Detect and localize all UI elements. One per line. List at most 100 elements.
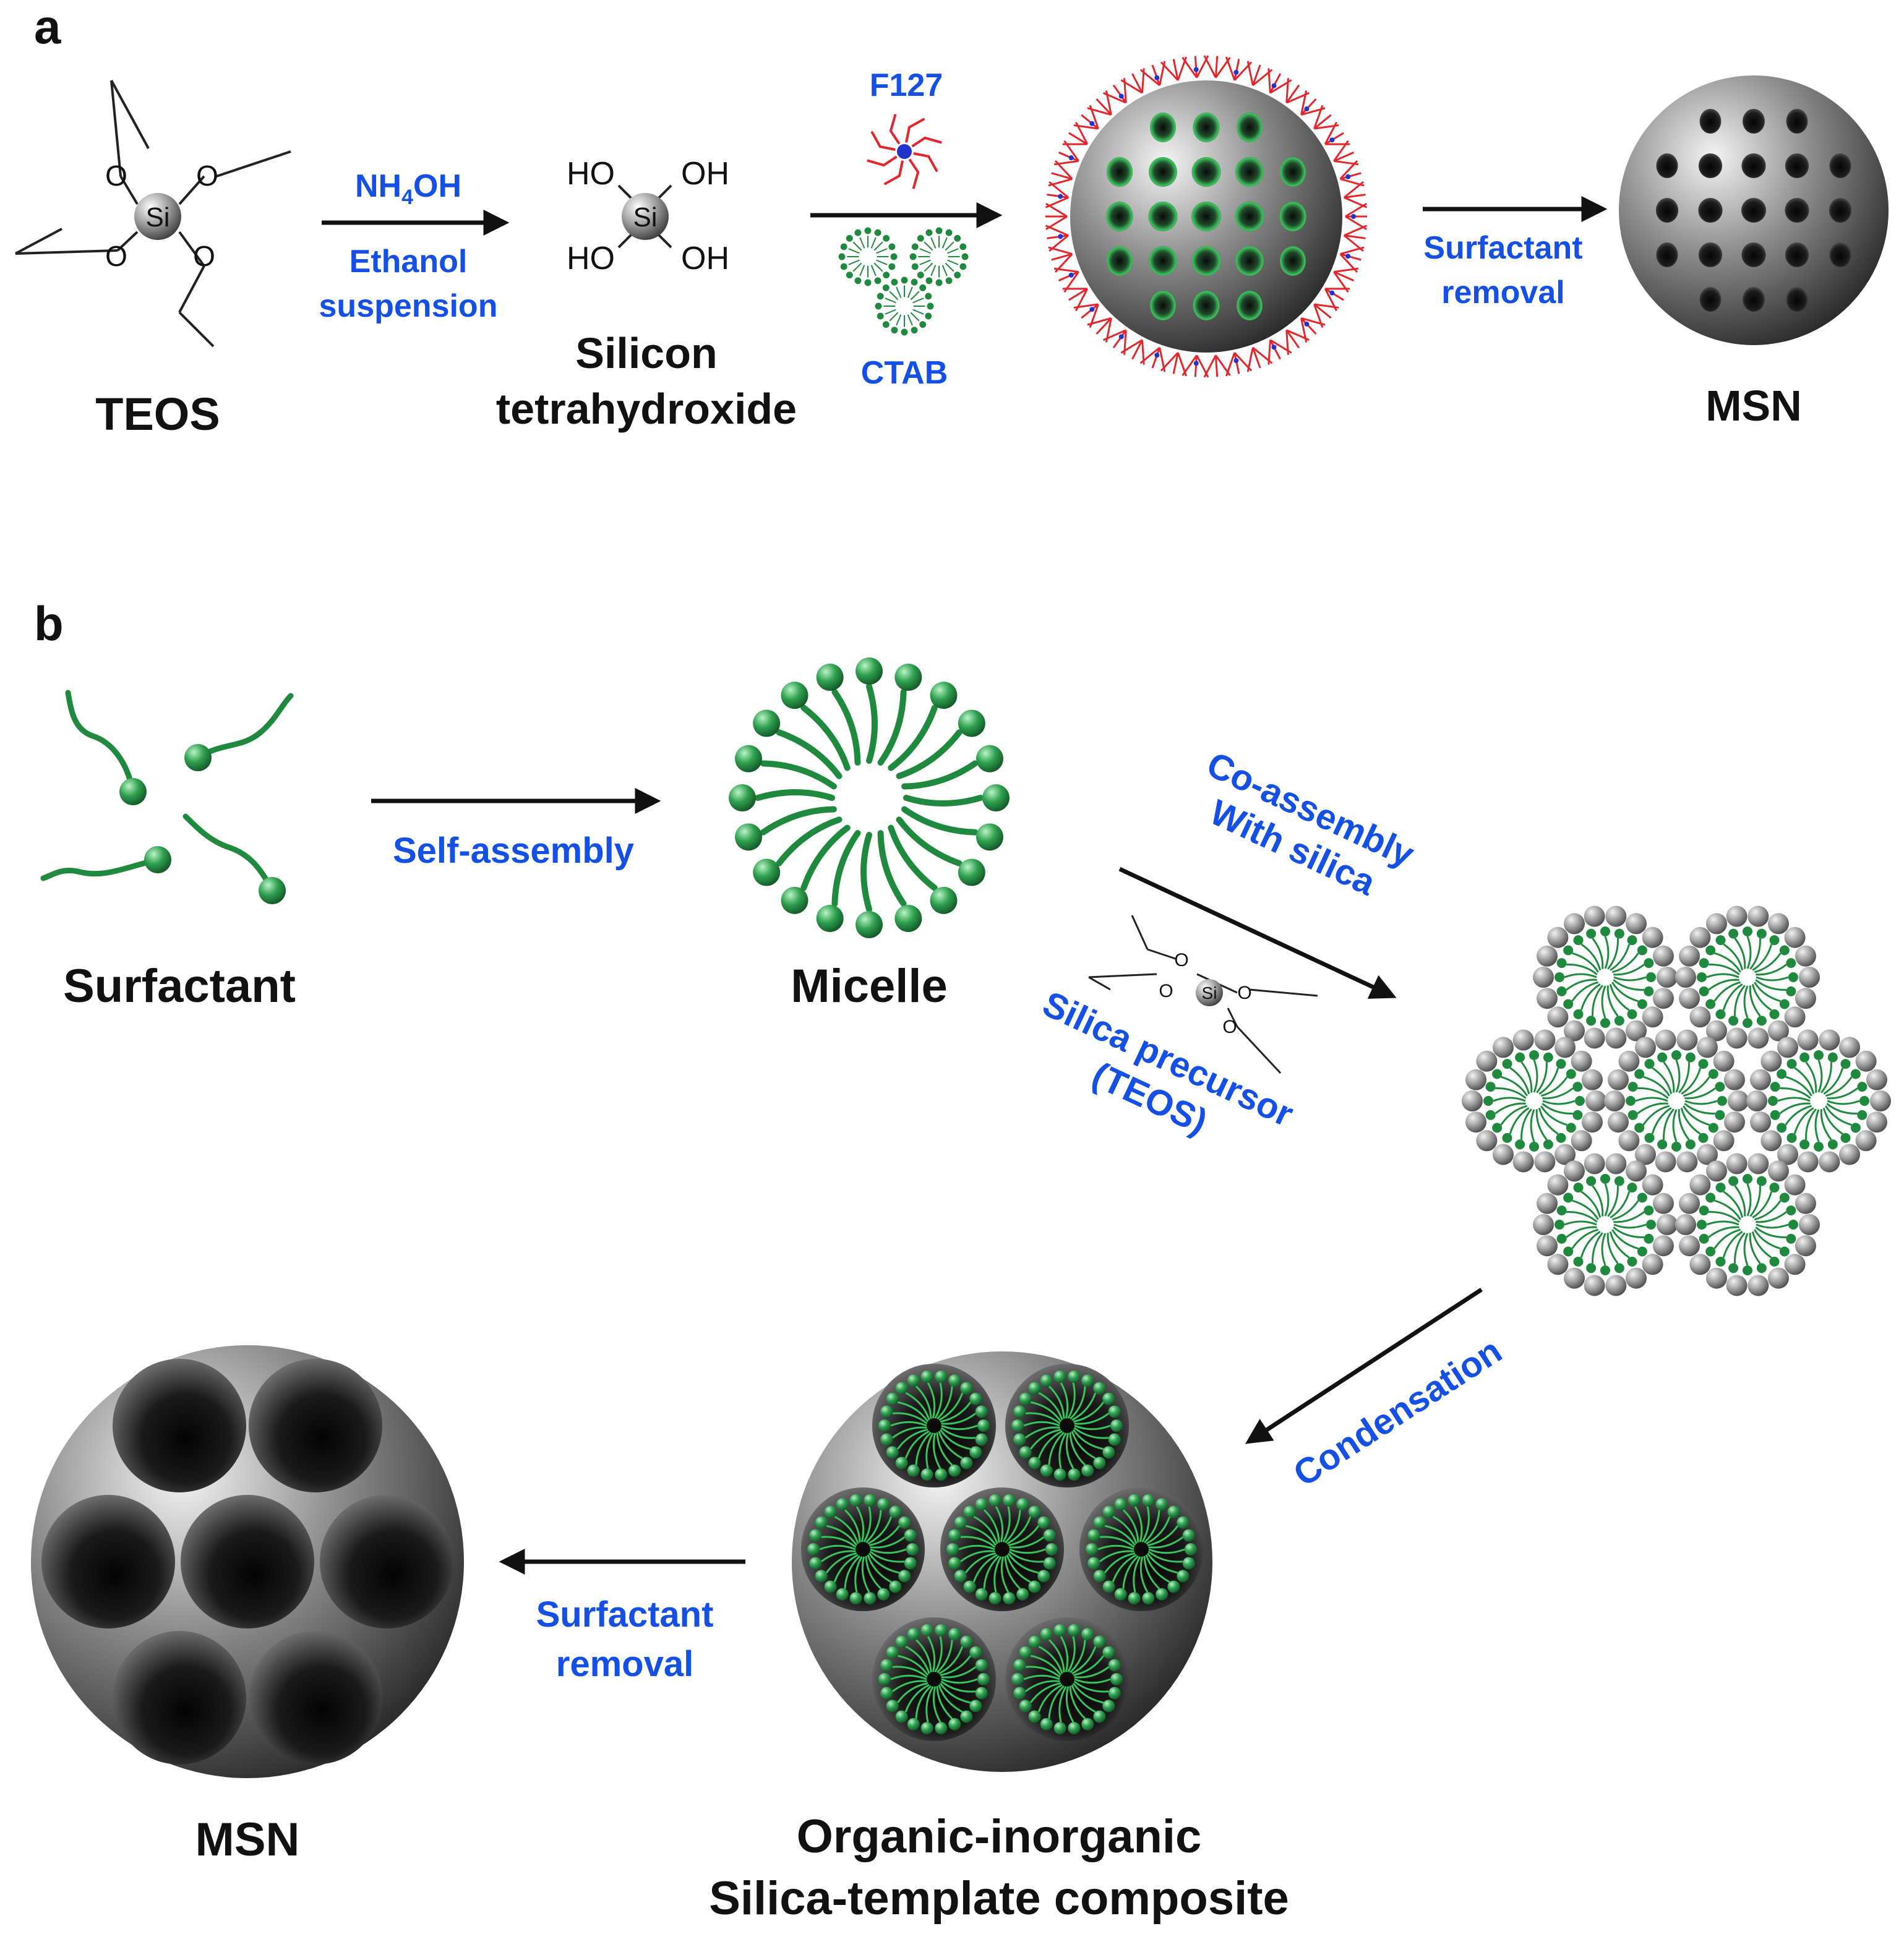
composite-head bbox=[1019, 1700, 1032, 1713]
cluster-tail bbox=[1706, 1220, 1739, 1226]
cluster-head bbox=[1556, 986, 1567, 996]
cluster-tail bbox=[1611, 1229, 1639, 1250]
composite-head bbox=[849, 1592, 862, 1605]
composite-head bbox=[963, 1580, 976, 1593]
composite-head bbox=[1102, 1700, 1115, 1713]
cluster-tail bbox=[1827, 1087, 1858, 1100]
pore bbox=[1699, 109, 1722, 134]
composite-head bbox=[1167, 1580, 1180, 1593]
composite-tail bbox=[1023, 1674, 1060, 1680]
micelle-tail bbox=[852, 241, 862, 251]
cluster-tail bbox=[1709, 964, 1740, 975]
composite-pore bbox=[1079, 1487, 1203, 1611]
composite-head bbox=[1013, 1405, 1026, 1418]
cluster-head bbox=[1715, 1009, 1726, 1019]
micelle-tail bbox=[888, 824, 938, 891]
composite-head bbox=[975, 1405, 988, 1418]
composite-tail bbox=[993, 1556, 1002, 1593]
f127-chain bbox=[1120, 79, 1143, 94]
composite-head bbox=[1068, 1468, 1081, 1481]
cluster-head bbox=[1698, 1132, 1709, 1143]
silica-ball bbox=[1584, 905, 1605, 927]
composite-tail bbox=[939, 1429, 971, 1450]
cluster-head bbox=[1600, 926, 1610, 936]
silica-ball bbox=[1726, 1153, 1747, 1175]
cluster-head bbox=[1840, 1059, 1851, 1069]
cluster-tail bbox=[1755, 1226, 1786, 1238]
composite-tail bbox=[1058, 1686, 1067, 1722]
cluster-head bbox=[1556, 958, 1567, 969]
micelle-head bbox=[954, 234, 961, 242]
cluster-tail bbox=[1722, 983, 1743, 1011]
micelle-tail bbox=[760, 760, 837, 790]
composite-tail bbox=[1008, 1525, 1040, 1546]
micelle-tail bbox=[924, 262, 933, 272]
composite-head bbox=[960, 1710, 973, 1723]
cluster-head bbox=[1644, 1132, 1655, 1143]
composite-tail bbox=[861, 1556, 870, 1593]
micelle-tail bbox=[800, 704, 851, 771]
pore bbox=[1785, 153, 1809, 178]
f127-chain bbox=[1151, 347, 1161, 369]
composite-head bbox=[1093, 1570, 1106, 1583]
micelle-head bbox=[909, 253, 917, 260]
composite-head bbox=[836, 1498, 849, 1511]
cluster-head bbox=[1556, 1233, 1567, 1244]
composite-tail bbox=[941, 1678, 978, 1684]
cluster-head bbox=[1634, 1123, 1645, 1133]
f127-chain bbox=[1233, 352, 1253, 372]
ho-label: HO bbox=[567, 241, 615, 276]
composite-tail bbox=[1146, 1516, 1171, 1545]
composite-tail bbox=[1037, 1430, 1063, 1459]
composite-head bbox=[824, 1580, 837, 1593]
composite-head bbox=[1013, 1687, 1026, 1700]
composite-head bbox=[849, 1494, 862, 1507]
cluster-head bbox=[1717, 1096, 1727, 1106]
small-teos-o: O bbox=[1174, 950, 1188, 970]
cluster-head bbox=[1626, 1096, 1636, 1106]
micelle-tail bbox=[930, 237, 937, 249]
cluster-tail bbox=[1683, 1105, 1710, 1126]
cluster-head bbox=[1573, 1183, 1584, 1193]
cluster-head bbox=[1555, 1220, 1564, 1230]
f127-arm bbox=[911, 136, 942, 148]
composite-head bbox=[1016, 1498, 1029, 1511]
silica-ball bbox=[1706, 1267, 1727, 1289]
composite-head bbox=[1093, 1710, 1106, 1723]
cluster-head bbox=[1743, 1265, 1752, 1275]
cluster-head bbox=[1786, 958, 1796, 969]
cluster-head bbox=[1786, 1059, 1797, 1069]
green-pore bbox=[1237, 113, 1263, 142]
cluster-head bbox=[1627, 1183, 1637, 1193]
silica-ball bbox=[1465, 1111, 1487, 1133]
silica-ball bbox=[1605, 1027, 1627, 1049]
f127-chain bbox=[1045, 196, 1069, 208]
composite-tail bbox=[1038, 1392, 1063, 1421]
composite-tail bbox=[844, 1509, 861, 1543]
f127-chain bbox=[1181, 56, 1198, 79]
cluster-tail bbox=[1592, 1232, 1603, 1264]
cluster-tail bbox=[1580, 983, 1601, 1011]
composite-tail bbox=[936, 1685, 953, 1719]
composite-head bbox=[880, 1687, 893, 1700]
cluster-head bbox=[1627, 1009, 1637, 1019]
silica-ball bbox=[1584, 1027, 1605, 1049]
green-pore bbox=[1279, 246, 1306, 276]
cluster-tail bbox=[1805, 1108, 1817, 1140]
reagent-subscript: 4 bbox=[401, 186, 413, 209]
micelle-head bbox=[875, 302, 882, 310]
small-teos-si bbox=[1196, 979, 1223, 1006]
composite-tail bbox=[854, 1556, 863, 1593]
composite-head bbox=[1093, 1457, 1106, 1470]
composite-head bbox=[1093, 1516, 1106, 1529]
silica-ball bbox=[1747, 1027, 1769, 1049]
composite-tail bbox=[941, 1666, 977, 1679]
composite-tail bbox=[856, 1505, 865, 1543]
cluster-head bbox=[1646, 972, 1656, 982]
micelle-head bbox=[945, 277, 953, 285]
composite-tail bbox=[959, 1550, 995, 1562]
cluster-tail bbox=[1678, 1062, 1690, 1093]
cluster-tail bbox=[1642, 1105, 1670, 1126]
msn-b-pore bbox=[181, 1495, 314, 1628]
f127-arm bbox=[870, 131, 896, 151]
